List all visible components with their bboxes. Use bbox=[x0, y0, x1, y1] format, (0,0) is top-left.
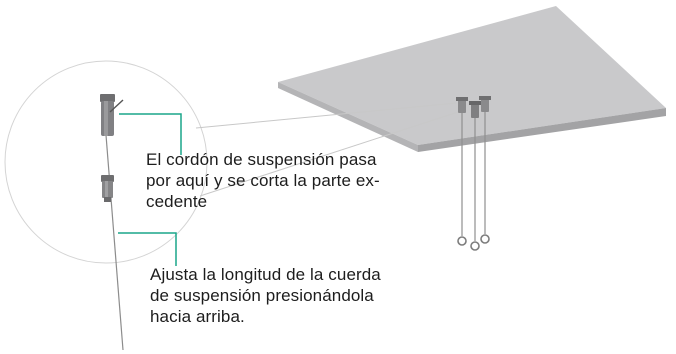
leader-lines bbox=[118, 113, 182, 266]
annotation-cord-pass-line-3: cedente bbox=[146, 192, 208, 211]
zoomed-cable-assembly bbox=[100, 94, 124, 351]
zoomed-cable bbox=[105, 134, 124, 351]
leader-line-length-adjust bbox=[118, 232, 177, 266]
annotation-length-adjust-line-2: de suspensión presionándola bbox=[150, 286, 374, 305]
zoom-connector-lines bbox=[195, 102, 459, 197]
lower-gripper bbox=[101, 175, 114, 202]
annotation-length-adjust-line-3: hacia arriba. bbox=[150, 307, 245, 326]
annotation-cord-pass-line-2: por aquí y se corta la parte ex- bbox=[146, 171, 380, 190]
top-gripper bbox=[100, 94, 124, 136]
cable-hardware-center bbox=[469, 101, 481, 251]
annotation-cord-pass: El cordón de suspensión pasa por aquí y … bbox=[146, 149, 446, 212]
cable-hardware-right bbox=[479, 96, 491, 244]
zoom-circle bbox=[4, 60, 208, 264]
annotation-length-adjust: Ajusta la longitud de la cuerda de suspe… bbox=[150, 264, 440, 327]
panel-suspension-cables bbox=[456, 96, 491, 251]
cable-hardware-left bbox=[456, 97, 468, 246]
annotation-cord-pass-line-1: El cordón de suspensión pasa bbox=[146, 150, 377, 169]
ceiling-panel bbox=[278, 6, 666, 152]
leader-line-cord-pass bbox=[119, 113, 182, 155]
annotation-length-adjust-line-1: Ajusta la longitud de la cuerda bbox=[150, 265, 381, 284]
